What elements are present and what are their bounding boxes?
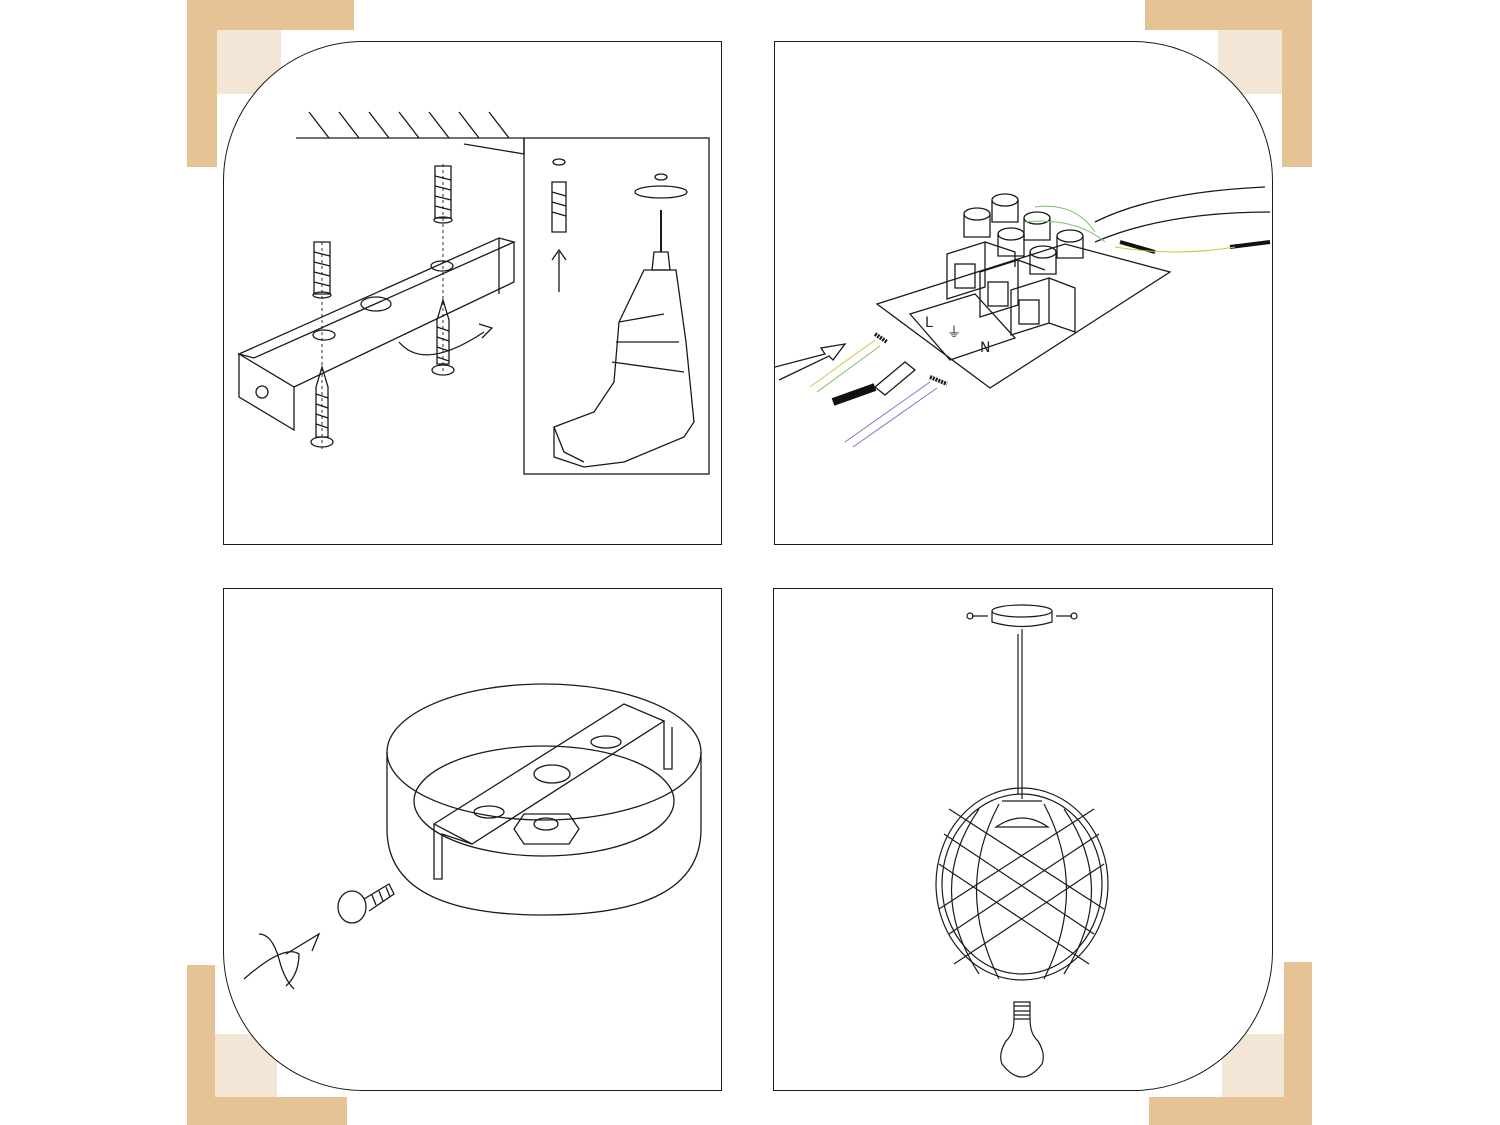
terminal-base-plate [875, 243, 1172, 389]
ceiling-canopy [386, 683, 702, 916]
suspension-cord [1017, 629, 1023, 799]
wire-connection-illustration: L ⏚ N [775, 186, 1271, 448]
step-4-lamp-hanging-panel [773, 588, 1273, 1091]
insert-arrow-icon [551, 248, 567, 292]
step-3-canopy-fixing-panel [223, 588, 722, 1091]
mounting-bracket [237, 237, 516, 432]
canopy-with-screws [966, 604, 1078, 628]
ceiling-hatch [296, 111, 525, 155]
live-terminal-label: L [925, 315, 933, 331]
drilling-detail-box [523, 137, 710, 475]
cage-ball-shade [935, 787, 1109, 981]
terminal-screws [963, 193, 1084, 275]
rotate-arrow-icon [398, 331, 485, 356]
hex-nut [513, 813, 580, 845]
canopy-bracket [432, 703, 673, 880]
step-1-bracket-mounting-panel [223, 41, 722, 545]
wall-plug-right [433, 165, 453, 224]
terminal-label-plate [908, 293, 1017, 361]
lamp-hanging-illustration [935, 604, 1109, 1078]
step-2-wire-connection-panel: L ⏚ N [774, 41, 1273, 545]
screw-left [310, 364, 334, 448]
black-wire [831, 383, 877, 406]
fixing-screw [337, 883, 395, 924]
canopy-fixing-illustration [243, 683, 702, 990]
bracket-mounting-illustration [237, 111, 710, 475]
drill-hole-marker [634, 185, 688, 199]
mains-cable [1094, 186, 1266, 223]
earth-terminal-label: ⏚ [947, 325, 961, 341]
screw-right [431, 297, 455, 376]
power-drill-icon [553, 210, 695, 468]
insert-arrow-icon [775, 343, 847, 381]
blue-wire [844, 381, 931, 443]
wall-plug-detail [551, 181, 567, 233]
screwdriver-rotate-icon [243, 932, 321, 990]
light-bulb-icon [1000, 1001, 1044, 1078]
neutral-terminal-label: N [980, 340, 990, 356]
wall-plug-left [312, 241, 332, 299]
terminal-block [946, 241, 1076, 336]
